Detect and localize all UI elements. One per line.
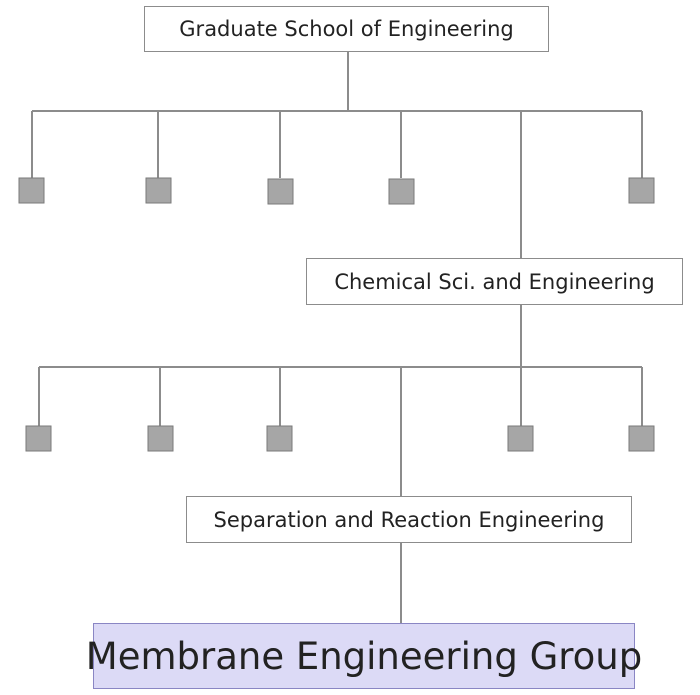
unnamed-node bbox=[18, 177, 45, 204]
node-separation-reaction: Separation and Reaction Engineering bbox=[186, 496, 632, 543]
unnamed-node bbox=[266, 425, 293, 452]
node-graduate-school: Graduate School of Engineering bbox=[144, 6, 549, 52]
unnamed-node bbox=[507, 425, 534, 452]
node-separation-reaction-label: Separation and Reaction Engineering bbox=[213, 507, 605, 532]
unnamed-node bbox=[267, 178, 294, 205]
unnamed-node bbox=[147, 425, 174, 452]
unnamed-node bbox=[25, 425, 52, 452]
node-membrane-group: Membrane Engineering Group bbox=[86, 623, 642, 689]
node-chemical-science-label: Chemical Sci. and Engineering bbox=[334, 269, 655, 294]
unnamed-node bbox=[388, 178, 415, 205]
unnamed-node bbox=[145, 177, 172, 204]
unnamed-node bbox=[628, 425, 655, 452]
node-graduate-school-label: Graduate School of Engineering bbox=[179, 17, 514, 41]
node-membrane-group-label: Membrane Engineering Group bbox=[85, 634, 643, 678]
node-chemical-science: Chemical Sci. and Engineering bbox=[306, 258, 683, 305]
unnamed-node bbox=[628, 177, 655, 204]
